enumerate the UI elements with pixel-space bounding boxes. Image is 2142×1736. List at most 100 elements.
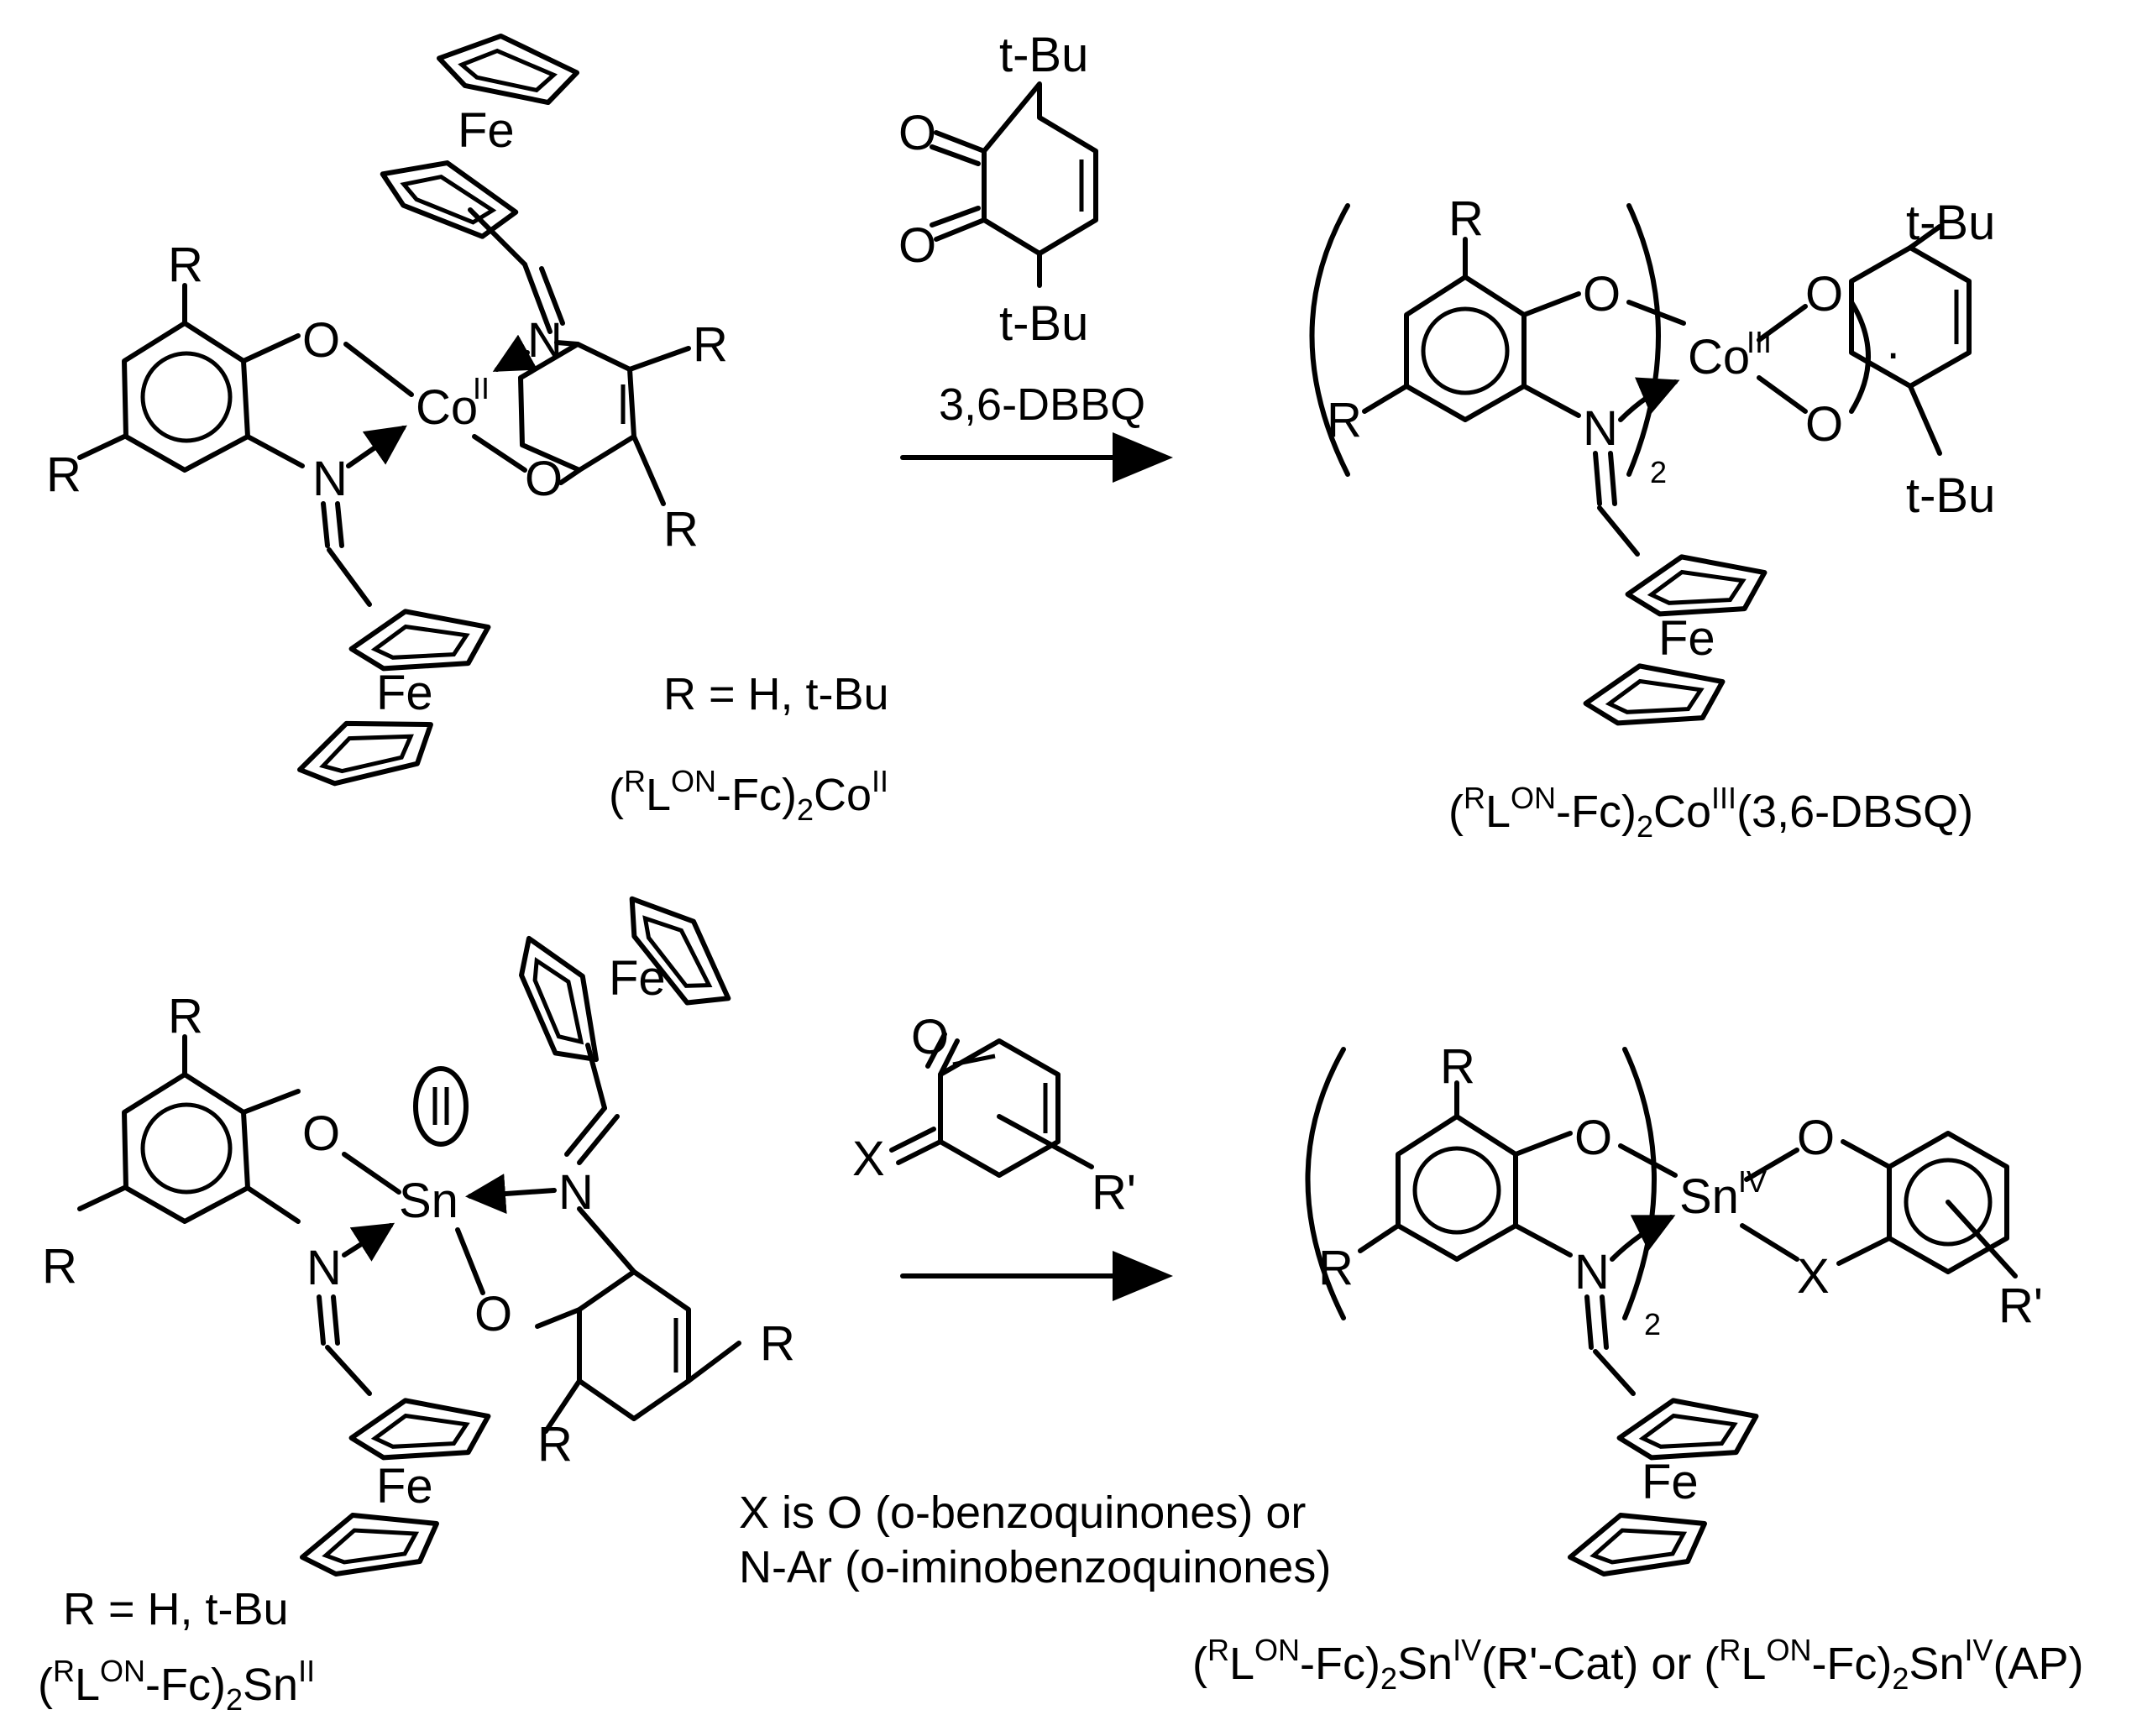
bond: [1521, 384, 1581, 418]
imine-double-bond: [1593, 451, 1602, 506]
bond: [1618, 1143, 1678, 1178]
substituent-r-label: R: [663, 502, 699, 557]
tert-butyl-label: t-Bu: [999, 28, 1088, 82]
oxygen-atom-label: O: [898, 218, 936, 273]
substituent-r-label: R: [1448, 191, 1484, 246]
bond: [1362, 384, 1409, 414]
imine-double-bond: [321, 501, 330, 548]
nitrogen-atom-label: N: [312, 452, 348, 506]
aromatic-circle: [1412, 1146, 1501, 1235]
oxygen-atom-label: O: [911, 1010, 949, 1064]
right-parenthesis: [1622, 1047, 1657, 1320]
reagent-label-dbbq: 3,6-DBBQ: [939, 379, 1145, 430]
dative-bond-arrow: [465, 1174, 557, 1215]
imine-double-bond: [317, 1294, 326, 1346]
substituent-r-label: R: [168, 989, 203, 1043]
bond: [1358, 1223, 1401, 1253]
carbonyl-double-bond: [930, 144, 981, 166]
bond: [543, 1378, 582, 1434]
tin-atom-label: Sn: [399, 1174, 458, 1228]
bond: [1597, 505, 1640, 557]
bond: [1757, 304, 1808, 342]
co3-product: R R O N 2 Fe Co III O O · t-Bu t-Bu: [1309, 191, 1995, 732]
oxygen-atom-label: O: [302, 1106, 340, 1161]
iron-atom-label: Fe: [1642, 1455, 1699, 1509]
bond: [455, 1227, 485, 1295]
oxygen-atom-label: O: [474, 1287, 512, 1341]
quinone-ring: [938, 1038, 1061, 1178]
carbonyl-double-bond: [934, 130, 987, 154]
dative-bond-arrow: [342, 1222, 395, 1262]
benzene-ring: [577, 1269, 691, 1421]
bond: [577, 1206, 636, 1274]
x-atom-label: X: [1797, 1249, 1830, 1304]
bond: [558, 468, 582, 485]
imino-double-bond: [896, 1139, 943, 1165]
aromatic-circle: [1904, 1158, 1993, 1247]
imine-double-bond: [1608, 451, 1617, 506]
x-atom-label: X: [852, 1132, 885, 1186]
cyclopentadienyl-ring: [1570, 1515, 1705, 1574]
carbonyl-double-bond: [930, 206, 981, 227]
lone-pair-orbital: [413, 1066, 469, 1147]
dative-bond-arrow: [346, 425, 407, 468]
iron-atom-label: Fe: [376, 1459, 433, 1514]
bond: [1513, 1223, 1573, 1258]
nitrogen-atom-label: N: [306, 1241, 342, 1295]
sn4-product: R R O N 2 Fe Sn IV O X R': [1305, 1039, 2043, 1574]
ring-double-bond: [952, 1054, 996, 1067]
cyclopentadienyl-ring: [296, 716, 435, 787]
bond: [1908, 224, 1942, 250]
substituent-r-label: R: [168, 238, 203, 292]
dbbq-reagent: t-Bu O O t-Bu: [898, 28, 1098, 351]
compound-name-co2: (RLON-Fc)2CoII: [609, 764, 888, 827]
cyclopentadienyl-ring: [350, 1396, 489, 1467]
tert-butyl-label: t-Bu: [1906, 468, 1995, 523]
bond: [1521, 291, 1581, 317]
carbonyl-double-bond: [938, 1038, 960, 1077]
dative-bond-arrow: [492, 334, 538, 372]
substituent-rprime-label: R': [1092, 1165, 1136, 1220]
tin-atom-label: Sn: [1679, 1169, 1739, 1224]
carbonyl-double-bond: [925, 1032, 947, 1069]
imine-double-bond: [522, 262, 553, 334]
imino-double-bond: [889, 1127, 936, 1153]
oxygen-atom-label: O: [302, 313, 340, 368]
iron-atom-label: Fe: [376, 666, 433, 720]
oxygen-atom-label: O: [1583, 267, 1621, 322]
bond: [627, 346, 691, 372]
compound-name-sn4: (RLON-Fc)2SnIV(R'-Cat) or (RLON-Fc)2SnIV…: [1192, 1633, 2084, 1696]
left-parenthesis: [1309, 203, 1350, 477]
nitrogen-atom-label: N: [558, 1165, 594, 1220]
bond: [1836, 1236, 1892, 1266]
substituent-r-label: R: [46, 447, 81, 502]
bond: [468, 207, 527, 267]
bond: [585, 1043, 607, 1111]
delocalized-bond-arc: [1849, 300, 1871, 414]
oxidation-state-label: II: [473, 371, 490, 405]
bond: [327, 547, 372, 607]
bond: [342, 1152, 401, 1195]
imine-double-bond: [1600, 1294, 1609, 1350]
bond: [1593, 1349, 1636, 1396]
imine-double-bond: [1584, 1294, 1594, 1350]
bond: [77, 434, 127, 460]
substituent-r-label: R: [42, 1239, 77, 1294]
cyclopentadienyl-ring: [1584, 661, 1723, 732]
bond: [1744, 1148, 1799, 1182]
ligand-count-label: 2: [1644, 1307, 1661, 1341]
aromatic-circle: [140, 1102, 233, 1195]
imine-double-bond: [564, 1106, 607, 1157]
tert-butyl-label: t-Bu: [999, 296, 1088, 351]
imine-double-bond: [331, 1294, 340, 1346]
dative-bond-arrow: [1610, 1215, 1676, 1262]
quinone-reagent: O X R': [852, 1010, 1136, 1220]
r-definition: R = H, t-Bu: [63, 1584, 289, 1634]
bond: [343, 342, 414, 397]
catecholate-ring: [1887, 1131, 2009, 1274]
cobalt-atom-label: Co: [1688, 330, 1750, 384]
substituent-r-label: R: [537, 1417, 573, 1472]
bond: [325, 1345, 372, 1396]
right-parenthesis: [1626, 203, 1661, 477]
